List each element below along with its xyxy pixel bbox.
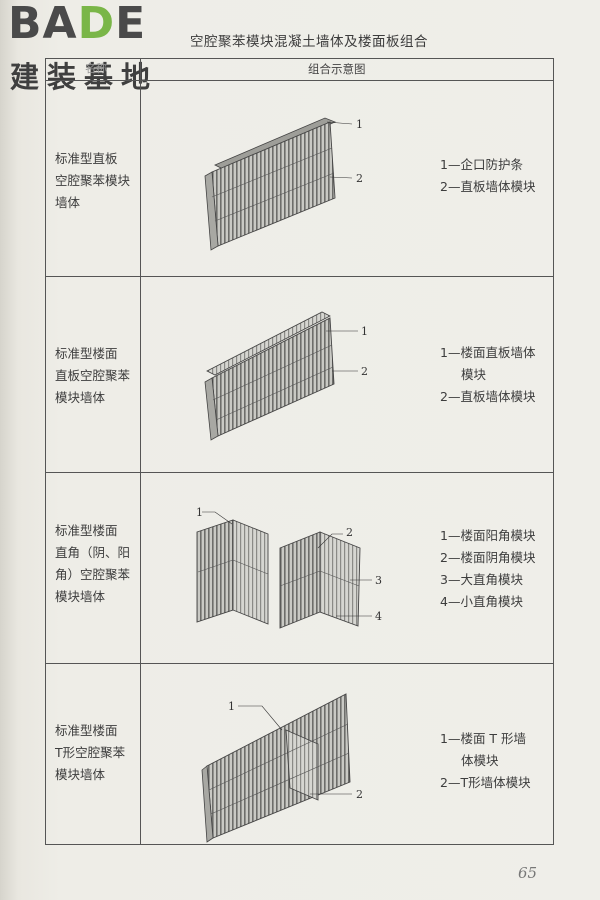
t-wall-end-face — [201, 765, 214, 843]
floor-straight-wall-figure: 1 2 — [204, 311, 368, 441]
row-divider — [45, 276, 553, 277]
wall-face — [211, 317, 335, 437]
table-top-rule — [45, 58, 553, 59]
bade-logo: BADE 建装基地 — [8, 0, 178, 94]
corner-modules-figure: 1 2 3 4 — [196, 506, 382, 629]
row-2-name: 标准型楼面 直板空腔聚苯 模块墙体 — [55, 343, 145, 409]
legend-item: 体模块 — [461, 753, 499, 768]
page-heading: 空腔聚苯模块混凝土墙体及楼面板组合 — [190, 34, 428, 50]
row-3-name: 标准型楼面 直角（阴、阳 角）空腔聚苯 模块墙体 — [55, 520, 145, 608]
legend-item: 模块 — [461, 367, 487, 382]
name-line: 模块墙体 — [55, 589, 106, 604]
row-4-name: 标准型楼面 T形空腔聚苯 模块墙体 — [55, 720, 145, 786]
legend-item: 4—小直角模块 — [440, 594, 523, 609]
callout-2: 2 — [356, 788, 363, 801]
name-line: 直角（阴、阳 — [55, 545, 131, 560]
name-line: T形空腔聚苯 — [55, 745, 126, 760]
t-wall-branch-face — [285, 729, 319, 801]
name-line: 墙体 — [55, 195, 81, 210]
callout-1: 1 — [356, 118, 363, 131]
name-line: 模块墙体 — [55, 767, 106, 782]
outer-corner-left-face — [196, 519, 234, 623]
name-line: 角）空腔聚苯 — [55, 567, 131, 582]
callout-1: 1 — [361, 325, 368, 338]
logo-subtitle: 建装基地 — [10, 60, 159, 94]
legend-item: 2—直板墙体模块 — [440, 179, 536, 194]
callout-1: 1 — [196, 506, 203, 519]
row-1-legend: 1—企口防护条 2—直板墙体模块 — [440, 154, 560, 198]
row-3-legend: 1—楼面阳角模块 2—楼面阴角模块 3—大直角模块 4—小直角模块 — [440, 525, 560, 613]
name-line: 直板空腔聚苯 — [55, 368, 131, 383]
name-line: 模块墙体 — [55, 390, 106, 405]
callout-1: 1 — [228, 700, 235, 713]
callout-2: 2 — [361, 365, 368, 378]
header-bottom-rule — [45, 80, 553, 81]
name-line: 标准型楼面 — [55, 346, 118, 361]
page-number: 65 — [518, 864, 538, 882]
callout-2: 2 — [346, 526, 353, 539]
name-line: 标准型楼面 — [55, 723, 118, 738]
legend-item: 2—T形墙体模块 — [440, 775, 531, 790]
row-divider — [45, 663, 553, 664]
row-1-name: 标准型直板 空腔聚苯模块 墙体 — [55, 148, 145, 214]
legend-item: 1—楼面直板墙体 — [440, 345, 536, 360]
callout-2: 2 — [356, 172, 363, 185]
column-header-name: 名称 — [85, 62, 107, 75]
legend-item: 1—企口防护条 — [440, 157, 523, 172]
row-2-legend: 1—楼面直板墙体 模块 2—直板墙体模块 — [440, 342, 560, 408]
legend-item: 3—大直角模块 — [440, 572, 523, 587]
column-header-diagram: 组合示意图 — [308, 62, 366, 76]
wall-end-face — [204, 171, 219, 251]
name-line: 标准型楼面 — [55, 523, 118, 538]
straight-wall-module-figure: 1 2 — [204, 117, 363, 251]
t-shaped-wall-figure: 1 2 — [201, 693, 363, 843]
outer-corner-right-face — [232, 519, 269, 625]
callout-3: 3 — [375, 574, 382, 587]
legend-item: 1—楼面阳角模块 — [440, 528, 536, 543]
row-4-legend: 1—楼面 T 形墙 体模块 2—T形墙体模块 — [440, 728, 560, 794]
t-wall-main-face — [206, 693, 351, 839]
row-divider — [45, 472, 553, 473]
logo-wordmark: BADE — [8, 0, 147, 49]
floor-module-top — [206, 311, 331, 376]
table-bottom-rule — [45, 844, 553, 845]
wall-end-face — [204, 377, 219, 441]
inner-corner-left-face — [279, 531, 321, 629]
combination-table: 名称 组合示意图 标准型直板 空腔聚苯模块 墙体 1—企口防护条 2—直板墙体模… — [45, 58, 554, 845]
legend-item: 1—楼面 T 形墙 — [440, 731, 527, 746]
legend-item: 2—直板墙体模块 — [440, 389, 536, 404]
legend-item: 2—楼面阴角模块 — [440, 550, 536, 565]
table-left-rule — [45, 58, 46, 845]
name-line: 空腔聚苯模块 — [55, 173, 131, 188]
table-right-rule — [553, 58, 554, 845]
column-divider — [140, 58, 141, 845]
callout-4: 4 — [375, 610, 382, 623]
name-line: 标准型直板 — [55, 151, 118, 166]
